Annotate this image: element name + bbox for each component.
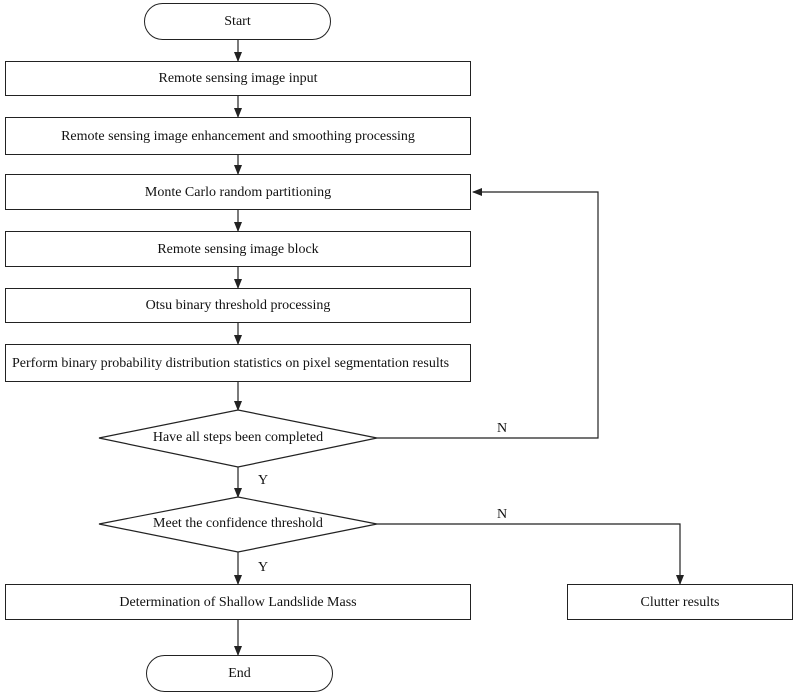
end-label: End — [228, 666, 251, 681]
decision-2-diamond — [98, 496, 378, 553]
decision-1-diamond — [98, 409, 378, 468]
arrow-decision1-no-loop — [377, 188, 599, 439]
step-monte-carlo-partitioning: Monte Carlo random partitioning — [5, 174, 471, 210]
step-label: Monte Carlo random partitioning — [144, 184, 332, 200]
step-otsu-threshold: Otsu binary threshold processing — [5, 288, 471, 323]
decision-1-yes-label: Y — [258, 473, 269, 488]
step-label: Remote sensing image enhancement and smo… — [61, 128, 415, 144]
start-label: Start — [224, 14, 251, 29]
step-label: Perform binary probability distribution … — [12, 355, 450, 371]
result-shallow-landslide: Determination of Shallow Landslide Mass — [5, 584, 471, 620]
decision-1-text: Have all steps been completed — [152, 430, 324, 445]
step-probability-statistics: Perform binary probability distribution … — [5, 344, 471, 382]
step-enhancement-smoothing: Remote sensing image enhancement and smo… — [5, 117, 471, 155]
step-label: Remote sensing image input — [158, 71, 318, 86]
step-label: Remote sensing image block — [157, 241, 319, 257]
decision-1-no-label: N — [497, 421, 508, 436]
decision-2-no-label: N — [497, 507, 508, 522]
start-terminal: Start — [144, 3, 331, 40]
step-label: Otsu binary threshold processing — [145, 298, 331, 313]
end-terminal: End — [146, 655, 333, 692]
step-remote-sensing-input: Remote sensing image input — [5, 61, 471, 96]
step-image-block: Remote sensing image block — [5, 231, 471, 267]
decision-2-text: Meet the confidence threshold — [153, 516, 323, 531]
arrow-decision2-no — [377, 523, 684, 585]
result-no-label: Clutter results — [640, 594, 720, 610]
result-yes-label: Determination of Shallow Landslide Mass — [119, 594, 357, 610]
decision-2-yes-label: Y — [258, 560, 269, 575]
result-clutter: Clutter results — [567, 584, 793, 620]
